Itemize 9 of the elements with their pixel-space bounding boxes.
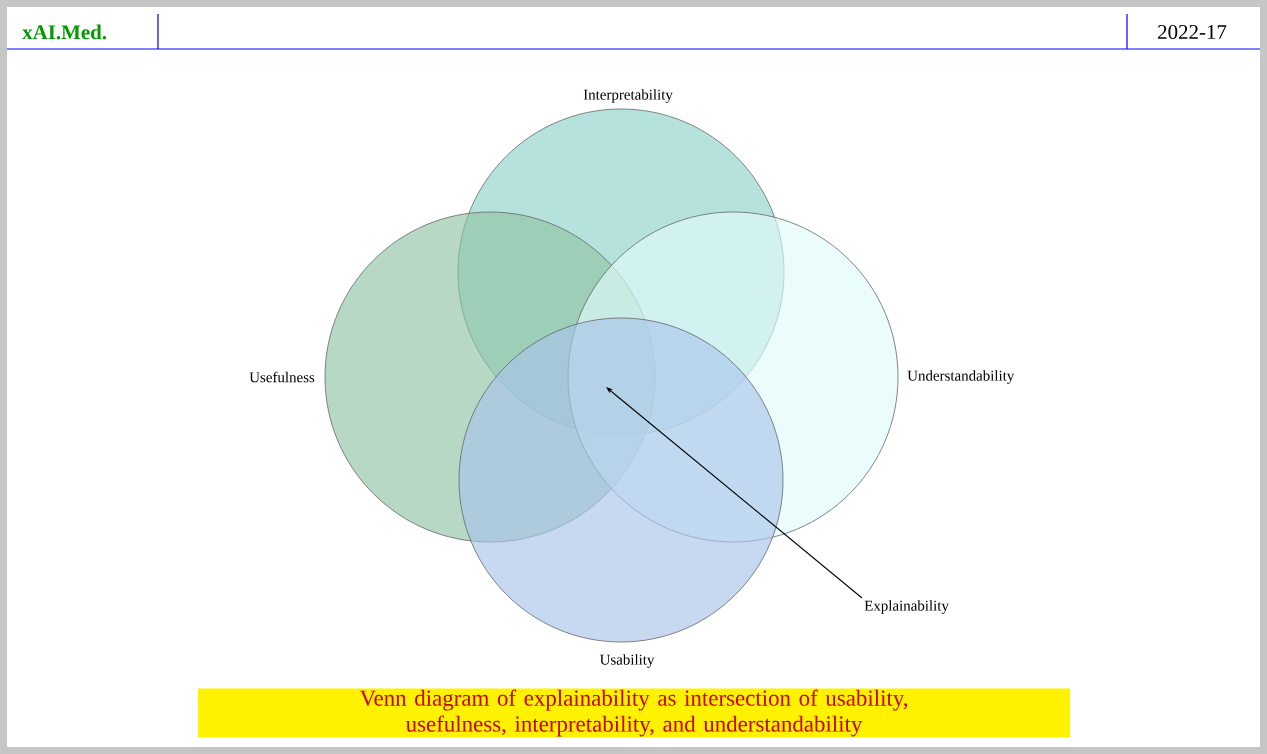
node-label: Usefulness: [249, 371, 315, 383]
region-label: Explainability: [864, 600, 949, 614]
node-label: Understandability: [907, 370, 1015, 384]
leader-arrow: [606, 387, 863, 599]
node-label: Usability: [599, 654, 655, 668]
header-title: xAI.Med.: [22, 24, 107, 40]
caption: Venn diagram of explainability as intersection of usability, usefulness, interpretability, and understandability: [198, 688, 1070, 738]
node-label: Interpretability: [583, 89, 673, 103]
slide-number: 2022-17: [1158, 24, 1227, 40]
